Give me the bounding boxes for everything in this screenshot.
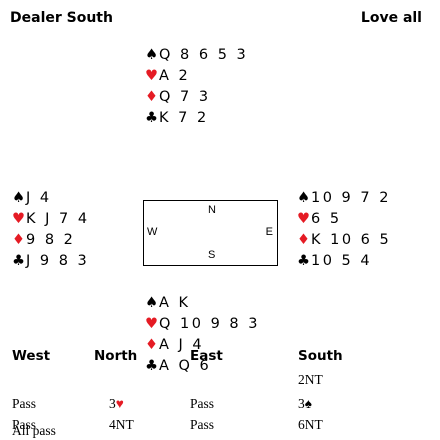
north-clubs-cards: K 7 2: [159, 110, 209, 126]
compass-east: E: [265, 226, 273, 238]
compass-north: N: [208, 204, 216, 216]
diamond-icon: ♦: [145, 89, 158, 105]
bid-cell: Pass: [12, 417, 37, 432]
spade-icon: ♠: [297, 190, 310, 206]
south-spades: ♠A K: [145, 293, 260, 314]
east-hearts-cards: 6 5: [311, 211, 342, 227]
south-hearts-cards: Q 10 9 8 3: [159, 316, 260, 332]
bidding-header-west: West: [12, 348, 51, 364]
bid-text: 3♥: [109, 396, 124, 411]
north-diamonds: ♦Q 7 3: [145, 87, 248, 108]
bid-cell: Pass: [190, 417, 215, 432]
club-icon: ♣: [145, 358, 158, 374]
east-spades: ♠10 9 7 2: [297, 188, 391, 209]
spade-icon: ♠: [12, 190, 25, 206]
club-icon: ♣: [145, 110, 158, 126]
spade-icon: ♠: [145, 295, 158, 311]
north-clubs: ♣K 7 2: [145, 108, 248, 129]
west-diamonds: ♦9 8 2: [12, 230, 90, 251]
club-icon: ♣: [12, 253, 25, 269]
west-clubs-cards: J 9 8 3: [26, 253, 90, 269]
compass-box: N W E S: [143, 200, 278, 266]
west-spades-cards: J 4: [26, 190, 52, 206]
east-hearts: ♥6 5: [297, 209, 391, 230]
all-pass-label: All pass: [12, 423, 56, 438]
west-hand: ♠J 4 ♥K J 7 4 ♦9 8 2 ♣J 9 8 3: [12, 188, 90, 272]
bid-cell: 4NT: [109, 417, 134, 432]
west-diamonds-cards: 9 8 2: [26, 232, 76, 248]
west-clubs: ♣J 9 8 3: [12, 251, 90, 272]
west-spades: ♠J 4: [12, 188, 90, 209]
bid-cell: 3♥: [109, 396, 124, 412]
south-clubs-cards: A Q 6: [159, 358, 212, 374]
heart-icon: ♥: [12, 211, 25, 227]
north-hearts: ♥A 2: [145, 66, 248, 87]
bid-cell: Pass: [190, 396, 215, 411]
vulnerability-label: Love all: [360, 10, 422, 26]
diamond-icon: ♦: [12, 232, 25, 248]
east-diamonds: ♦K 10 6 5: [297, 230, 391, 251]
north-spades: ♠Q 8 6 5 3: [145, 45, 248, 66]
heart-icon: ♥: [145, 68, 158, 84]
bid-cell: 3♠: [298, 396, 312, 412]
north-hearts-cards: A 2: [159, 68, 191, 84]
bid-cell: 2NT: [298, 372, 323, 387]
east-diamonds-cards: K 10 6 5: [311, 232, 392, 248]
club-icon: ♣: [297, 253, 310, 269]
south-hand: ♠A K ♥Q 10 9 8 3 ♦A J 4 ♣A Q 6: [145, 293, 260, 377]
east-clubs: ♣10 5 4: [297, 251, 391, 272]
west-hearts-cards: K J 7 4: [26, 211, 90, 227]
compass-west: W: [147, 226, 158, 238]
south-diamonds: ♦A J 4: [145, 335, 260, 356]
bidding-header-north: North: [94, 348, 138, 364]
compass-south: S: [208, 249, 216, 261]
heart-icon: ♥: [145, 316, 158, 332]
north-diamonds-cards: Q 7 3: [159, 89, 211, 105]
dealer-label: Dealer South: [10, 10, 113, 26]
north-hand: ♠Q 8 6 5 3 ♥A 2 ♦Q 7 3 ♣K 7 2: [145, 45, 248, 129]
diamond-icon: ♦: [145, 337, 158, 353]
diamond-icon: ♦: [297, 232, 310, 248]
east-spades-cards: 10 9 7 2: [311, 190, 391, 206]
east-hand: ♠10 9 7 2 ♥6 5 ♦K 10 6 5 ♣10 5 4: [297, 188, 391, 272]
south-clubs: ♣A Q 6: [145, 356, 260, 377]
bid-cell: 6NT: [298, 417, 323, 432]
bid-text: 3♠: [298, 396, 312, 411]
west-hearts: ♥K J 7 4: [12, 209, 90, 230]
bid-cell: Pass: [12, 396, 37, 411]
south-spades-cards: A K: [159, 295, 191, 311]
north-spades-cards: Q 8 6 5 3: [159, 47, 249, 63]
south-diamonds-cards: A J 4: [159, 337, 205, 353]
bidding-header-south: South: [298, 348, 343, 364]
bidding-header-east: East: [190, 348, 223, 364]
east-clubs-cards: 10 5 4: [311, 253, 373, 269]
spade-icon: ♠: [145, 47, 158, 63]
heart-icon: ♥: [297, 211, 310, 227]
south-hearts: ♥Q 10 9 8 3: [145, 314, 260, 335]
